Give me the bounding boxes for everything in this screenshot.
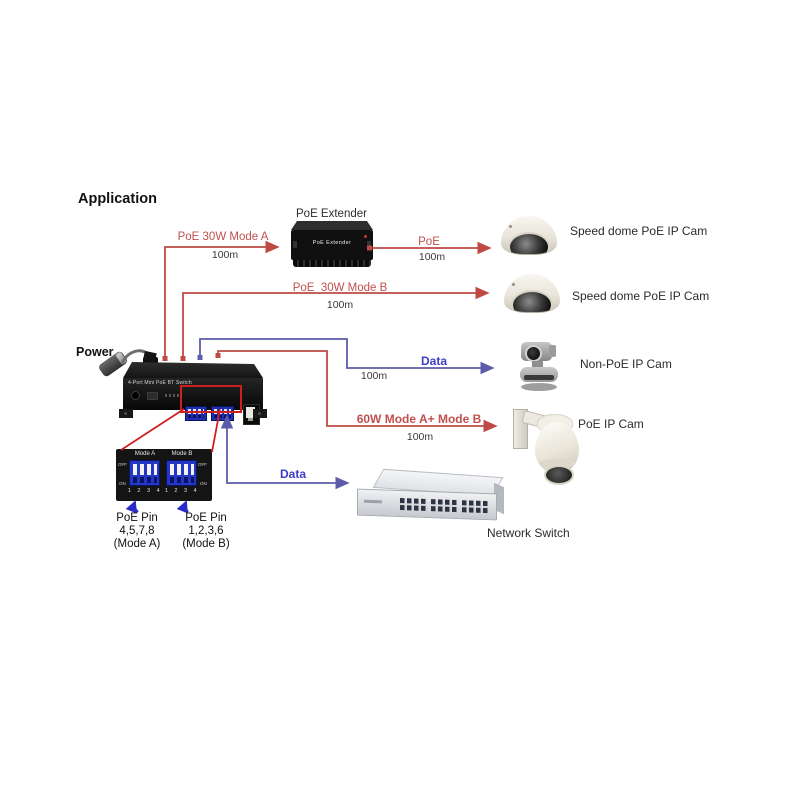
network-switch-icon [356,468,508,525]
link-mode-b-label: PoE 30W Mode B [292,282,388,294]
status-leds [165,394,179,397]
mount-ear-left [119,409,133,418]
dip-toggles [133,464,157,475]
dome-ring [539,459,575,468]
dip-switch-callout: Mode A Mode B OFF ON OFF ON 1 2 3 4 1 2 … [116,449,212,501]
mount-ear-right [253,409,267,418]
line-mode-ab-origin [215,353,221,358]
link-mode-a-label: PoE 30W Mode A [177,231,269,243]
speed-dome-camera-2-icon [504,274,560,316]
dip-panel-mode-a [129,460,160,486]
dome-lens [508,232,550,254]
mode-a-title: Mode A [134,451,156,457]
ptz-base [521,383,557,391]
dip-highlight-rect [180,385,242,413]
switch-brand-mark [364,499,382,504]
extender-port-left [293,241,297,248]
extender-front: PoE Extender [291,230,373,260]
power-label: Power [76,345,114,359]
line-mode-a [164,240,280,359]
mode-b-title: Mode B [171,451,193,457]
dip-slots [214,415,231,418]
link-mode-ab-distance: 100m [406,431,434,443]
poe-switch-top-face [123,362,263,378]
port-row-gap [431,504,458,508]
camera-label-dome1: Speed dome PoE IP Cam [570,224,708,238]
port-group-3 [462,500,489,514]
switch-front-face [357,488,497,521]
link-data-switch-label: Data [279,467,307,481]
reset-port [147,392,158,400]
extender-top-face [291,221,373,230]
link-extender-poe-distance: 100m [418,251,446,263]
ptz-ear [549,345,556,357]
poe-pin-mode-b-label: PoE Pin 1,2,3,6 (Mode B) [182,512,230,550]
dip-toggles [170,464,194,475]
dip-slots [133,477,157,483]
line-data-cam-origin [197,355,203,360]
link-mode-b-distance: 100m [326,299,354,311]
dc-jack [131,391,140,400]
link-data-cam-distance: 100m [360,370,388,382]
extender-body-text: PoE Extender [312,240,352,246]
dip-slots [170,477,194,483]
line-mode-b-origin [180,356,186,361]
dip-numbers-a: 1 2 3 4 [127,488,163,494]
poe-extender-device: PoE Extender [291,221,373,268]
dome-lens [511,290,553,312]
non-poe-camera-icon [520,342,564,392]
dome-body [501,216,557,255]
extender-port-right [367,241,371,248]
plug-tip [115,351,128,365]
dome-screw [512,283,515,286]
extender-led [364,235,367,238]
on-label-right: ON [200,481,207,486]
link-mode-a-distance: 100m [211,249,239,261]
camera-label-nonpoe: Non-PoE IP Cam [580,357,672,371]
rj45-tab [248,418,253,421]
screw-hole [258,412,261,415]
network-switch-caption: Network Switch [487,526,570,540]
ptz-neck [532,361,543,368]
off-label-right: OFF [198,462,207,467]
port-row-gap [400,503,427,506]
link-data-cam-label: Data [420,354,448,368]
port-row-gap [462,505,489,509]
line-mode-a-origin [162,356,168,361]
ptz-stripe [524,375,554,380]
camera-label-dome2: Speed dome PoE IP Cam [572,289,710,303]
poe-extender-caption: PoE Extender [296,208,367,220]
link-mode-ab-label: 60W Mode A+ Mode B [356,412,482,426]
pin-a-pointer-arrow [125,500,139,514]
page-title: Application [78,191,157,207]
dome-lens [544,465,574,485]
port-group-1 [400,498,427,511]
on-label-left: ON [119,481,126,486]
dip-numbers-b: 1 2 3 4 [164,488,200,494]
dome-screw [509,225,512,228]
poe-speed-dome-camera-icon [511,401,583,489]
port-group-2 [431,499,458,513]
extender-vents [293,260,371,267]
dip-panel-mode-b [166,460,197,486]
camera-label-poecam: PoE IP Cam [578,417,644,431]
dome-body [504,274,560,313]
link-extender-poe-label: PoE [418,236,440,248]
speed-dome-camera-1-icon [501,216,557,258]
off-label-left: OFF [118,462,127,467]
pin-b-pointer-arrow [176,500,189,514]
ptz-lens [525,345,542,362]
screw-hole [124,412,127,415]
poe-switch-front-text: 4-Port Mini PoE BT Switch [128,380,192,386]
poe-pin-mode-a-label: PoE Pin 4,5,7,8 (Mode A) [113,512,161,550]
dip-slots [188,415,204,418]
